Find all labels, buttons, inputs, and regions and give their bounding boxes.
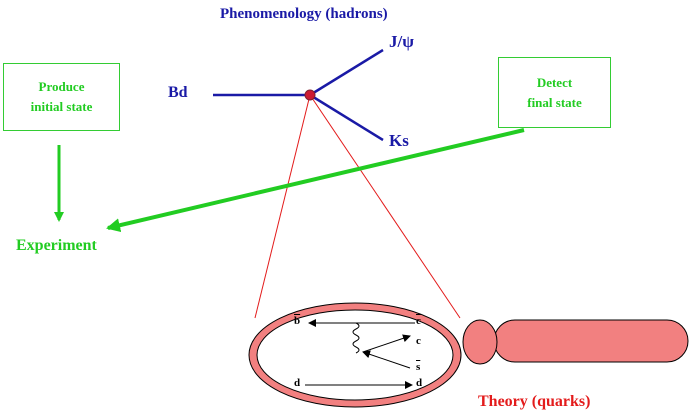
quark-d-out: d: [416, 377, 423, 389]
zoom-line-right: [309, 94, 461, 319]
c-line: [362, 334, 411, 353]
detect-line1: Detect: [536, 74, 573, 90]
lens-joint: [462, 319, 498, 365]
theory-label: Theory (quarks): [478, 393, 591, 410]
quark-c-bar: c: [416, 315, 421, 327]
quark-d-in: d: [294, 377, 301, 389]
produce-line2: initial state: [30, 99, 93, 114]
lens-handle: [493, 319, 689, 363]
ks-label: Ks: [389, 131, 409, 150]
s-bar-line: [362, 350, 411, 369]
quark-b-bar: b: [294, 315, 301, 327]
lens-glass: [256, 309, 454, 401]
detect-line2: final state: [527, 94, 582, 110]
phenomenology-title: Phenomenology (hadrons): [220, 6, 388, 22]
produce-initial-state-box: Produce initial state: [3, 63, 120, 131]
detect-final-state-box: Detect final state: [498, 57, 611, 128]
detect-arrow: [106, 128, 525, 233]
produce-line1: Produce: [38, 79, 85, 94]
jpsi-label: J/ψ: [389, 32, 414, 51]
quark-s-bar: s: [416, 361, 421, 373]
ks-line: [309, 93, 384, 142]
zoom-line-left: [254, 94, 311, 319]
quark-c: c: [416, 335, 421, 347]
gluon-line: [352, 322, 360, 354]
bd-label: Bd: [168, 84, 188, 101]
experiment-label: Experiment: [16, 237, 97, 254]
jpsi-line: [309, 48, 384, 97]
decay-vertex: [304, 89, 316, 101]
